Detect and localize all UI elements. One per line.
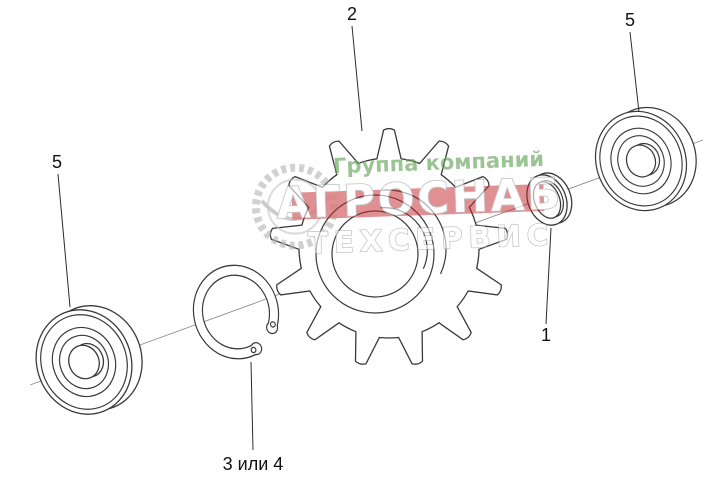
bearing-right-outer-race xyxy=(599,115,683,207)
watermark: Группа компаний АГРОСНАБ ТЕХСЕРВИС xyxy=(251,147,565,261)
bearing-right-inner-race xyxy=(617,135,665,187)
leader-circlip xyxy=(250,361,254,451)
watermark-red-band xyxy=(291,183,545,220)
leader-sprocket xyxy=(351,25,363,132)
circlip xyxy=(192,264,280,360)
bearing-left-ball-ring xyxy=(51,326,117,398)
bearing-right xyxy=(594,106,697,212)
bearing-right-bore xyxy=(625,144,657,178)
bearing-left-outer-race xyxy=(40,314,128,410)
bearing-left xyxy=(35,305,143,415)
leader-bearing-left xyxy=(57,173,71,308)
label-sprocket: 2 xyxy=(347,4,357,24)
circlip-ring xyxy=(192,264,280,360)
leader-spacer-ring xyxy=(545,227,552,325)
circlip-lug-hole xyxy=(269,321,276,328)
leader-bearing-right xyxy=(629,31,640,113)
label-bearing-left: 5 xyxy=(52,152,62,172)
label-bearing-right: 5 xyxy=(625,10,635,30)
watermark-service-text: ТЕХСЕРВИС xyxy=(308,218,555,261)
watermark-brand-text: АГРОСНАБ xyxy=(276,169,564,229)
label-circlip: 3 или 4 xyxy=(223,454,284,474)
label-spacer-ring: 1 xyxy=(541,325,551,345)
bearing-left-inner-race xyxy=(58,334,110,390)
callouts: 2 5 5 1 3 или 4 xyxy=(52,4,640,474)
circlip-lug-hole xyxy=(250,346,257,354)
bearing-right-ball-ring xyxy=(610,127,672,195)
bearing-left-bore xyxy=(68,344,100,380)
